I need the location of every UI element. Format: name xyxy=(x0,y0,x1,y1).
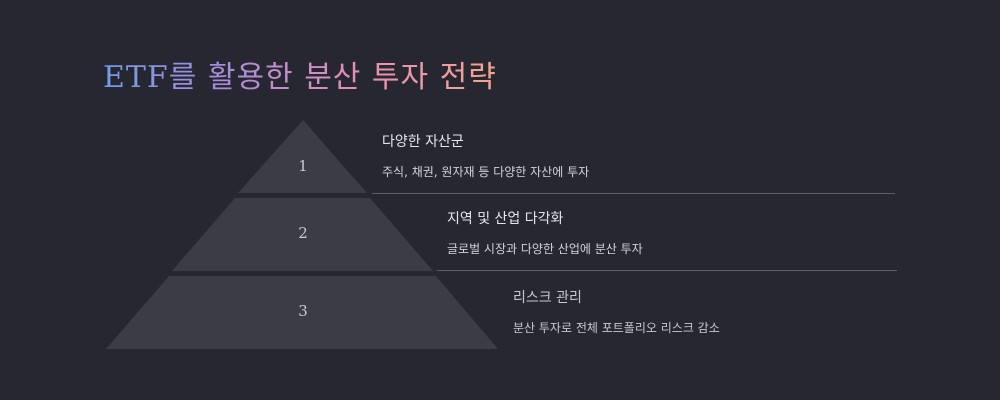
tier-number-2: 2 xyxy=(298,224,308,242)
tier-number-1: 1 xyxy=(298,157,308,175)
pyramid-tier-2 xyxy=(172,198,433,271)
tier-3-text: 리스크 관리 분산 투자로 전체 포트폴리오 리스크 감소 xyxy=(513,287,720,336)
tier-3-title: 리스크 관리 xyxy=(513,290,582,306)
pyramid-tier-1 xyxy=(238,120,367,193)
tier-3-description: 분산 투자로 전체 포트폴리오 리스크 감소 xyxy=(513,321,720,335)
tier-number-3: 3 xyxy=(298,302,308,320)
tier-2-text: 지역 및 산업 다각화 글로벌 시장과 다양한 산업에 분산 투자 xyxy=(447,208,643,257)
tier-1-title: 다양한 자산군 xyxy=(382,134,464,150)
tier-1-divider xyxy=(372,193,895,194)
tier-2-divider xyxy=(437,270,897,271)
tier-1-text: 다양한 자산군 주식, 채권, 원자재 등 다양한 자산에 투자 xyxy=(382,131,589,180)
tier-1-description: 주식, 채권, 원자재 등 다양한 자산에 투자 xyxy=(382,165,590,179)
pyramid-tier-3 xyxy=(106,276,498,349)
tier-2-title: 지역 및 산업 다각화 xyxy=(447,211,564,227)
tier-2-description: 글로벌 시장과 다양한 산업에 분산 투자 xyxy=(447,242,643,256)
page-title: ETF를 활용한 분산 투자 전략 xyxy=(103,52,497,96)
